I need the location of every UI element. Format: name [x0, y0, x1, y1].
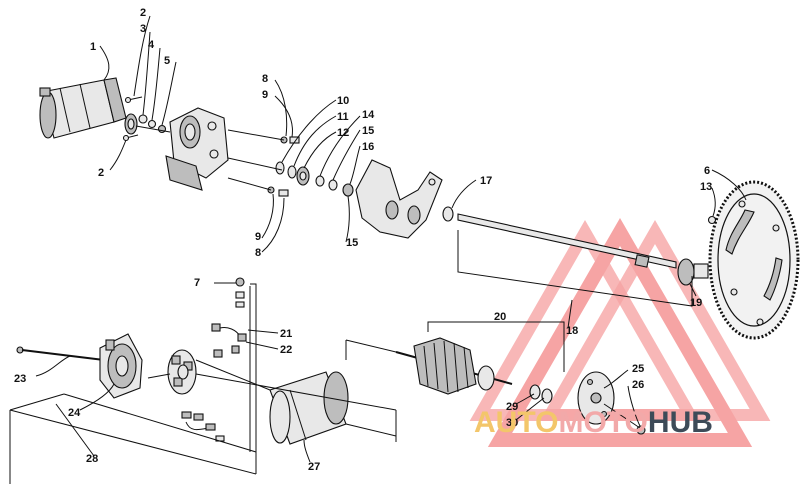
bolt-2-upper	[124, 96, 143, 104]
end-cap-24	[99, 333, 143, 399]
callout-29: 29	[506, 401, 518, 413]
gear-12	[296, 166, 310, 186]
callout-16: 16	[362, 141, 374, 153]
bushing-10	[275, 161, 285, 175]
callout-4: 4	[148, 39, 155, 51]
callout-5: 5	[164, 55, 170, 67]
pinion-19	[677, 258, 709, 286]
callout-7: 7	[194, 277, 200, 289]
support-bracket	[355, 159, 443, 239]
watermark-moto: MOTO	[558, 406, 647, 439]
clip-16	[342, 183, 354, 197]
callout-18: 18	[566, 325, 578, 337]
callout-12: 12	[337, 127, 349, 139]
callout-1: 1	[90, 41, 96, 53]
svg-text:AUTOMOTOHUB: AUTOMOTOHUB	[474, 406, 713, 439]
washer-3	[138, 114, 148, 124]
callout-20: 20	[494, 311, 506, 323]
watermark-auto: AUTO	[474, 406, 558, 439]
callout-30: 30	[506, 417, 518, 429]
end-plate-25	[577, 371, 615, 425]
starter-motor-body	[39, 77, 127, 139]
screw-7	[235, 277, 245, 308]
brush-spring-set	[181, 411, 225, 442]
callout-8-top: 8	[262, 73, 268, 85]
callout-22: 22	[280, 344, 292, 356]
drive-pinion-gear	[124, 113, 138, 135]
callout-14: 14	[362, 109, 375, 121]
callout-24: 24	[68, 407, 81, 419]
callout-19: 19	[690, 297, 702, 309]
bolt-2-lower	[122, 134, 139, 142]
brush-22	[213, 345, 240, 358]
washer-30	[541, 388, 553, 404]
callout-11: 11	[337, 111, 349, 123]
callout-17: 17	[480, 175, 492, 187]
bolt-8-9-lower	[267, 186, 289, 197]
mounting-bracket	[165, 107, 229, 191]
callout-15-top: 15	[362, 125, 374, 137]
nut-26	[636, 425, 646, 435]
callout-6: 6	[704, 165, 710, 177]
callout-2-bottom: 2	[98, 167, 104, 179]
callout-26: 26	[632, 379, 644, 391]
callout-23: 23	[14, 373, 26, 385]
callout-15-bottom: 15	[346, 237, 358, 249]
callout-28: 28	[86, 453, 98, 465]
armature-20	[395, 337, 513, 395]
motor-housing-27	[269, 371, 349, 445]
washer-14	[315, 175, 325, 187]
brush-21	[211, 323, 247, 342]
washer-15	[328, 179, 338, 191]
watermark-text: AUTOMOTOHUB	[474, 406, 713, 439]
bushing-17	[442, 206, 454, 222]
spring-11	[287, 165, 297, 179]
callout-21: 21	[280, 328, 292, 340]
callout-10: 10	[337, 95, 349, 107]
through-bolt-23	[16, 346, 105, 361]
ring-4	[147, 119, 157, 129]
callout-8-bottom: 8	[255, 247, 261, 259]
callout-27: 27	[308, 461, 320, 473]
ring-gear	[708, 180, 800, 340]
callout-9-top: 9	[262, 89, 268, 101]
callout-9-bottom: 9	[255, 231, 261, 243]
callout-25: 25	[632, 363, 644, 375]
drive-shaft	[457, 213, 677, 269]
watermark-hub: HUB	[648, 406, 713, 439]
washer-29	[529, 384, 541, 400]
callout-2-top: 2	[140, 7, 146, 19]
callout-13: 13	[700, 181, 712, 193]
callout-3: 3	[140, 23, 146, 35]
brush-plate	[167, 349, 197, 395]
bolt-13	[707, 215, 717, 225]
